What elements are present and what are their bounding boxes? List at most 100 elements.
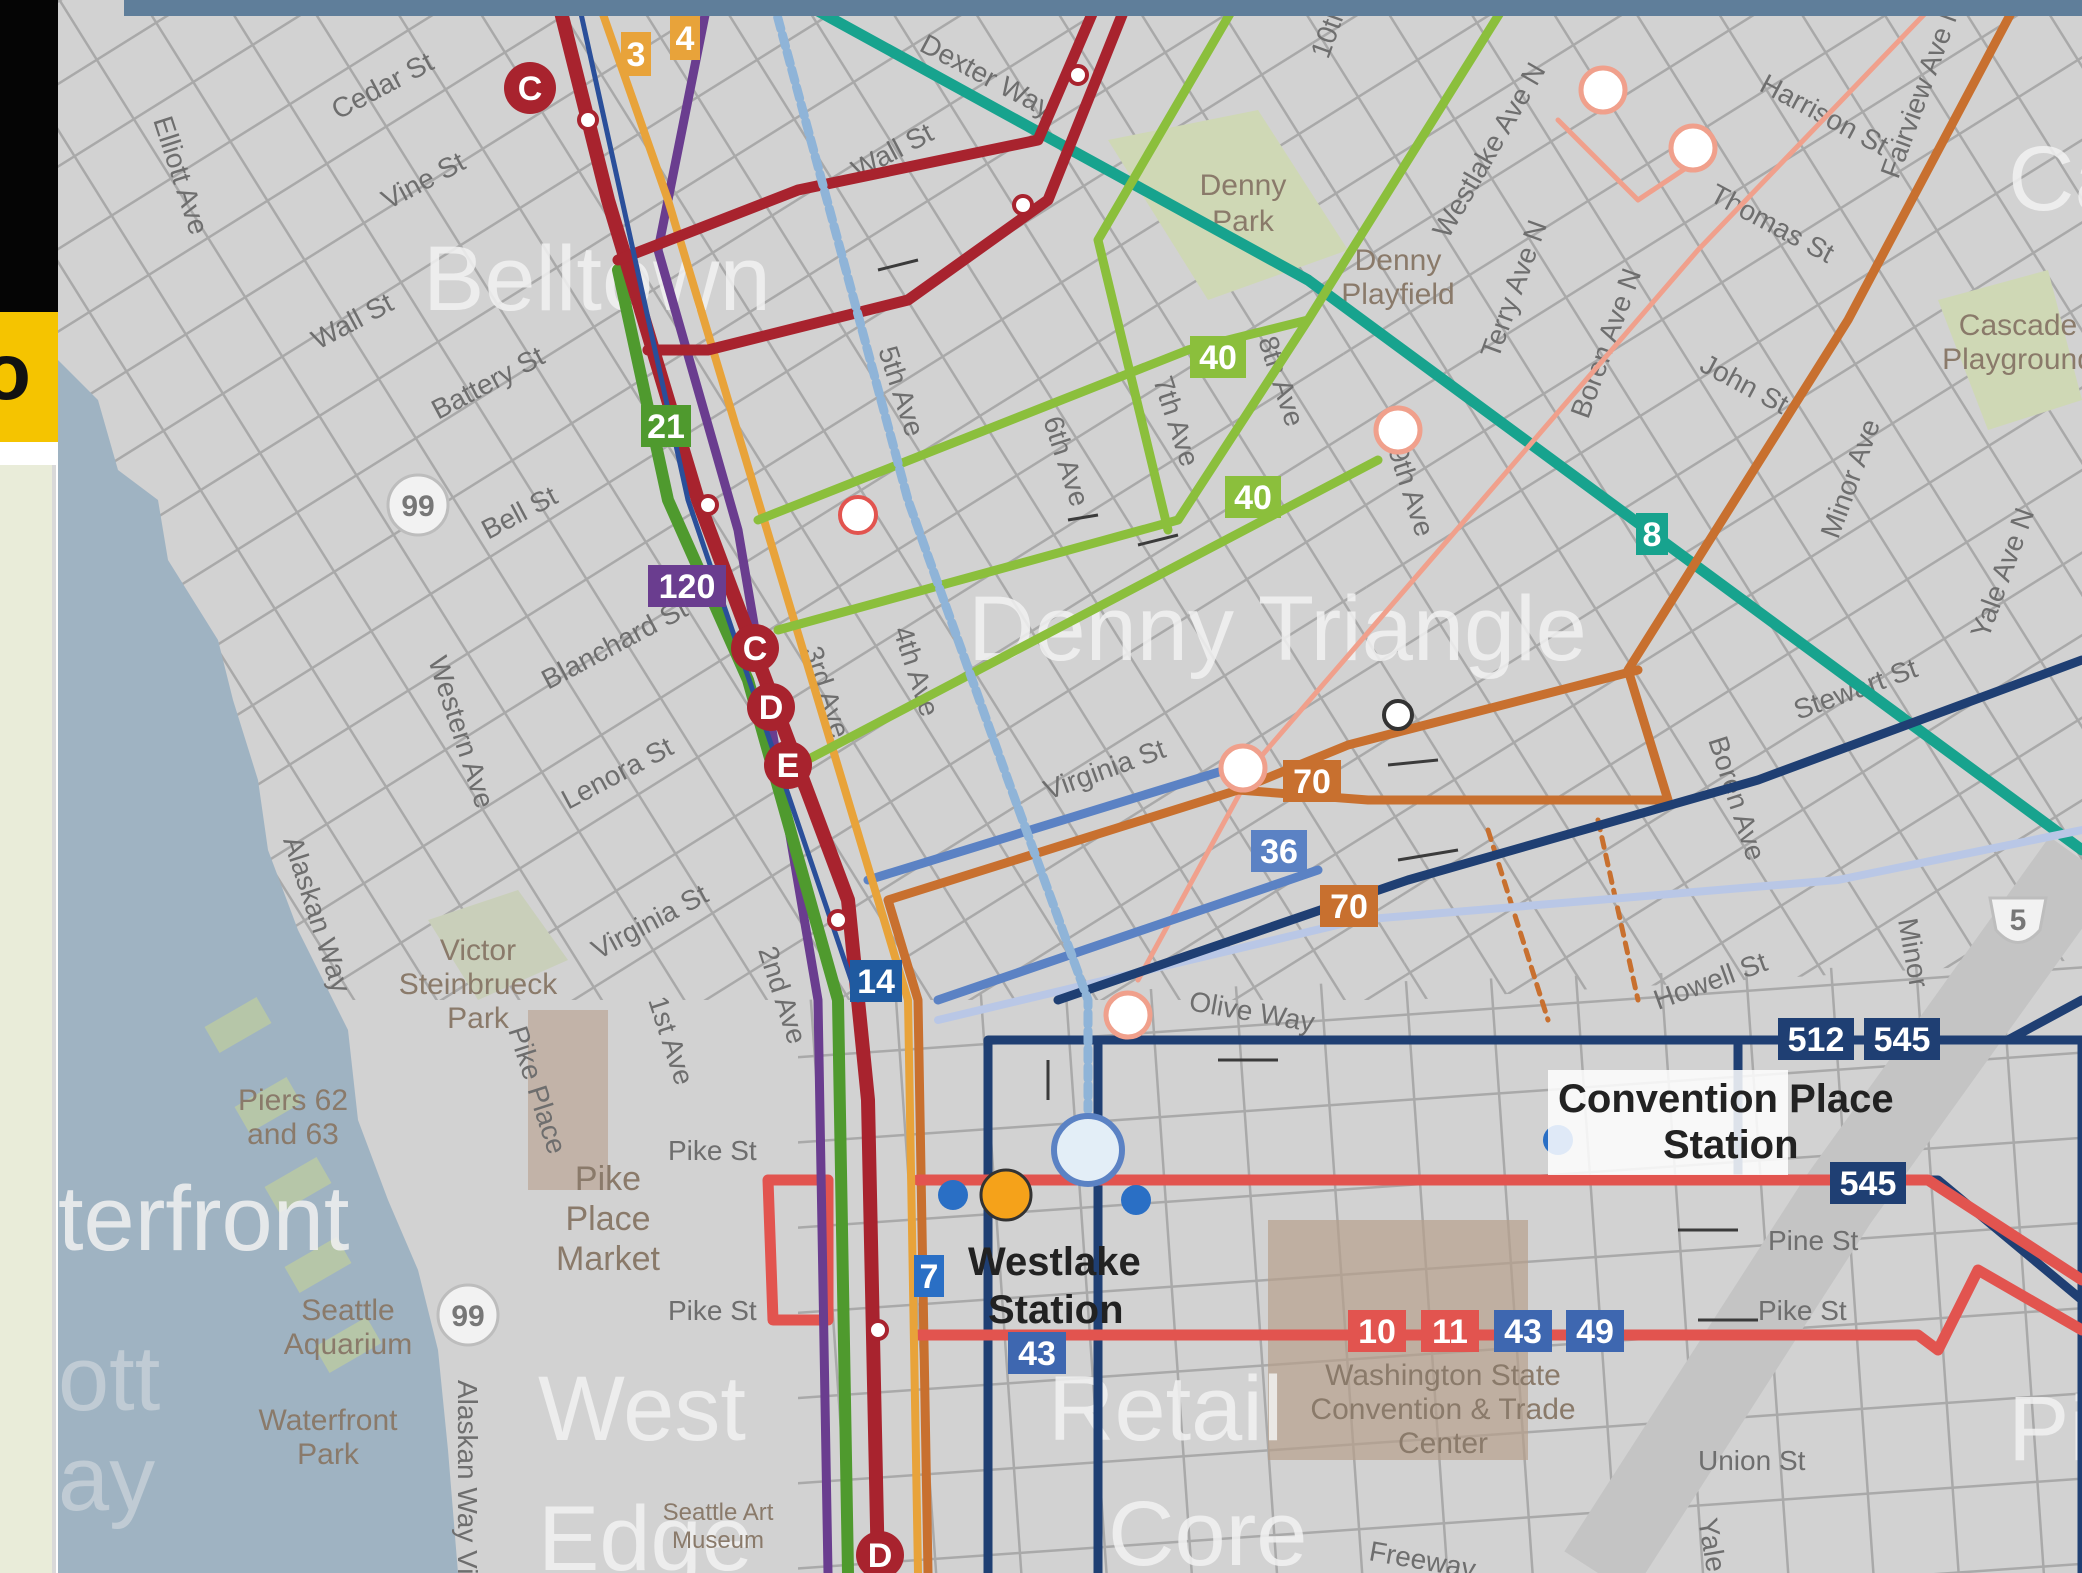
label-elliott: ott bbox=[58, 1328, 160, 1430]
route-navy-512-545 bbox=[983, 655, 2082, 1573]
transit-map[interactable]: Belltown Denny Triangle terfront West Ed… bbox=[58, 0, 2082, 1573]
route-badge-7[interactable]: 7 bbox=[914, 1255, 944, 1297]
sr99-shield-top: 99 bbox=[386, 473, 450, 537]
svg-text:14: 14 bbox=[857, 963, 895, 1001]
route-green-40 bbox=[753, 0, 1513, 775]
svg-text:4: 4 bbox=[676, 20, 695, 58]
label-waterfront: terfront bbox=[58, 1168, 349, 1270]
label-west: West bbox=[538, 1358, 746, 1460]
route-badge-10[interactable]: 10 bbox=[1348, 1310, 1406, 1352]
rapidride-c-top[interactable]: C bbox=[504, 62, 556, 114]
label-belltown: Belltown bbox=[423, 228, 771, 330]
label-retail: Retail bbox=[1048, 1358, 1283, 1460]
street-pike-left: Pike St bbox=[668, 1295, 757, 1326]
svg-text:545: 545 bbox=[1840, 1165, 1897, 1203]
left-panel-header bbox=[0, 0, 58, 312]
street-alaskan-viaduct: Alaskan Way Viaduct bbox=[452, 1380, 483, 1573]
label-denny-triangle: Denny Triangle bbox=[968, 578, 1587, 680]
svg-text:40: 40 bbox=[1234, 479, 1272, 517]
route-badge-36[interactable]: 36 bbox=[1251, 830, 1307, 872]
route-badge-3[interactable]: 3 bbox=[621, 32, 651, 76]
route-badge-4[interactable]: 4 bbox=[670, 16, 700, 60]
svg-text:3: 3 bbox=[627, 36, 646, 74]
route-badge-11[interactable]: 11 bbox=[1421, 1310, 1479, 1352]
route-badge-43b[interactable]: 43 bbox=[1494, 1310, 1552, 1352]
rapidride-d[interactable]: D bbox=[747, 683, 795, 731]
top-header-bar bbox=[124, 0, 2082, 16]
svg-text:512: 512 bbox=[1788, 1021, 1845, 1059]
route-badge-21[interactable]: 21 bbox=[641, 405, 691, 447]
westlake-monorail-icon[interactable] bbox=[1051, 1113, 1125, 1187]
i5-shield: 5 bbox=[1988, 896, 2048, 944]
route-salmon-streetcar bbox=[1135, 0, 1941, 983]
svg-text:43: 43 bbox=[1504, 1313, 1542, 1351]
label-pi: Pi bbox=[2008, 1378, 2082, 1480]
route-badge-8[interactable]: 8 bbox=[1636, 513, 1668, 555]
street-pike-right: Pike St bbox=[1758, 1295, 1847, 1326]
label-core: Core bbox=[1108, 1483, 1307, 1573]
left-panel-yellow-button[interactable]: o bbox=[0, 312, 58, 442]
left-panel-map-thumbnail[interactable] bbox=[0, 465, 56, 1573]
route-badge-40b[interactable]: 40 bbox=[1225, 476, 1281, 518]
route-brown-70-loop bbox=[1233, 665, 1643, 795]
route-badge-545b[interactable]: 545 bbox=[1830, 1162, 1906, 1204]
route-badge-512[interactable]: 512 bbox=[1778, 1018, 1854, 1060]
accessible-icon-2 bbox=[1121, 1185, 1151, 1215]
svg-text:21: 21 bbox=[647, 408, 685, 446]
route-steel-36 bbox=[863, 755, 1323, 1005]
svg-text:49: 49 bbox=[1576, 1313, 1614, 1351]
rapidride-d-bottom[interactable]: D bbox=[856, 1531, 904, 1573]
route-badge-40a[interactable]: 40 bbox=[1190, 336, 1246, 378]
piers bbox=[204, 997, 382, 1373]
route-badge-14[interactable]: 14 bbox=[850, 960, 902, 1002]
rapidride-e[interactable]: E bbox=[764, 741, 812, 789]
svg-text:8: 8 bbox=[1643, 516, 1662, 554]
cascade-playground bbox=[1938, 270, 2082, 430]
route-orange-3-4 bbox=[594, 0, 922, 1573]
route-badge-49[interactable]: 49 bbox=[1566, 1310, 1624, 1352]
route-badge-70b[interactable]: 70 bbox=[1320, 885, 1378, 927]
svg-text:70: 70 bbox=[1293, 763, 1331, 801]
route-teal-8 bbox=[792, 0, 2082, 856]
svg-text:D: D bbox=[868, 1537, 893, 1573]
convention-place-box bbox=[1548, 1070, 1788, 1175]
svg-text:120: 120 bbox=[659, 568, 716, 606]
svg-text:70: 70 bbox=[1330, 888, 1368, 926]
svg-text:36: 36 bbox=[1260, 833, 1298, 871]
svg-text:99: 99 bbox=[451, 1300, 484, 1333]
label-bay: ay bbox=[58, 1428, 155, 1530]
route-badge-43a[interactable]: 43 bbox=[1008, 1332, 1066, 1374]
route-purple-120 bbox=[653, 0, 833, 1573]
route-badge-120[interactable]: 120 bbox=[648, 565, 726, 607]
pike-place-block bbox=[528, 1010, 608, 1190]
route-badge-70a[interactable]: 70 bbox=[1283, 760, 1341, 802]
victor-steinbrueck-park bbox=[428, 890, 568, 1000]
westlake-link-icon[interactable] bbox=[979, 1168, 1033, 1222]
svg-text:545: 545 bbox=[1874, 1021, 1931, 1059]
svg-text:5: 5 bbox=[2010, 904, 2027, 937]
sr99-shield-bottom: 99 bbox=[436, 1283, 500, 1347]
route-salmon-loop bbox=[1555, 117, 1701, 203]
elliott-bay-water bbox=[58, 360, 458, 1573]
route-badge-545a[interactable]: 545 bbox=[1864, 1018, 1940, 1060]
hospital-icon bbox=[838, 495, 878, 535]
route-streetcar-dashed bbox=[768, 0, 1093, 1115]
route-blue-thin bbox=[575, 0, 861, 1003]
yellow-button-label: o bbox=[0, 327, 31, 416]
route-brown-70-north bbox=[883, 0, 2023, 1573]
rapidride-c[interactable]: C bbox=[731, 624, 779, 672]
route-red-belltown bbox=[612, 0, 1134, 356]
svg-text:43: 43 bbox=[1018, 1335, 1056, 1373]
svg-text:E: E bbox=[777, 747, 800, 785]
streetcar-stop-icons bbox=[1103, 65, 1718, 1040]
